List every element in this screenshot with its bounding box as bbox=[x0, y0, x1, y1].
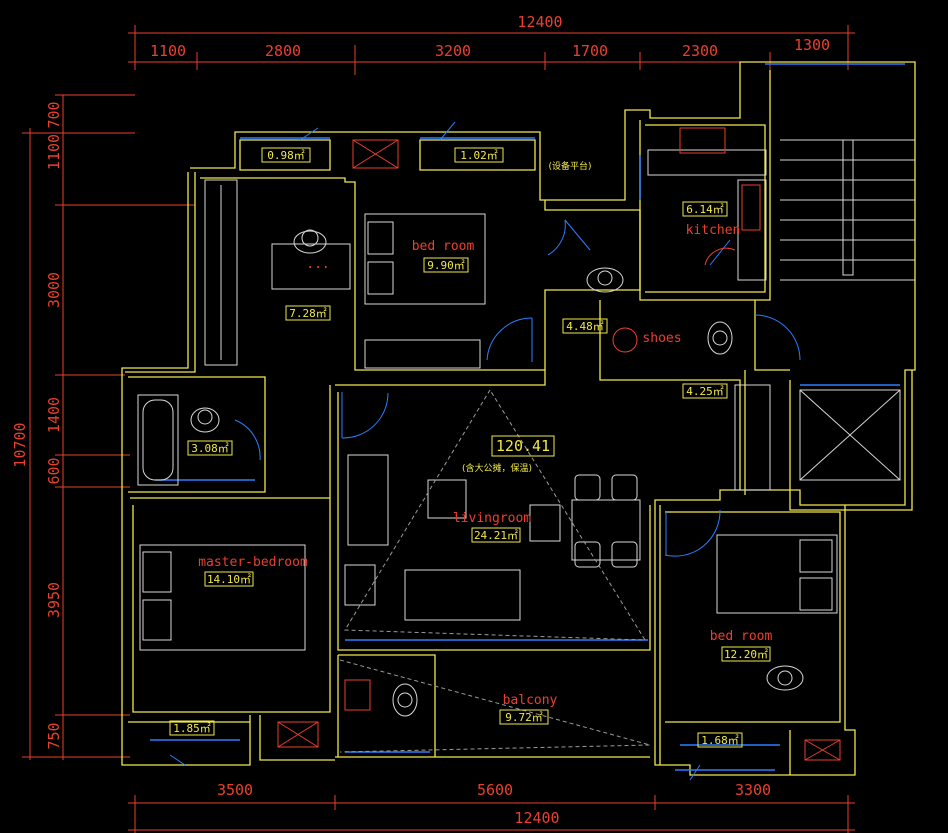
top-dim-5: 2300 bbox=[682, 42, 718, 60]
area-utility-top: 1.02㎡ bbox=[460, 149, 498, 162]
label-bedroom-east: bed room bbox=[710, 629, 773, 644]
windows bbox=[150, 63, 905, 771]
total-area-note: (含大公摊，保温) bbox=[462, 462, 532, 474]
fixtures bbox=[277, 127, 841, 761]
doors bbox=[169, 121, 801, 781]
area-bedroom-north: 9.90㎡ bbox=[427, 259, 465, 272]
area-balcony-sw: 1.85㎡ bbox=[173, 722, 211, 735]
top-dim-1: 1100 bbox=[150, 42, 186, 60]
label-entrance: shoes bbox=[642, 331, 681, 346]
left-dim-1: 700 bbox=[45, 101, 63, 128]
label-kitchen: kitchen bbox=[686, 223, 741, 238]
left-dim-3: 3000 bbox=[45, 272, 63, 308]
area-balcony: 9.72㎡ bbox=[505, 711, 543, 724]
area-balcony-se: 1.68㎡ bbox=[701, 734, 739, 747]
area-kitchen: 6.14㎡ bbox=[686, 203, 724, 216]
furniture bbox=[137, 139, 915, 717]
area-master-bedroom: 14.10㎡ bbox=[207, 573, 251, 586]
walls bbox=[121, 61, 916, 776]
left-dim-5: 600 bbox=[45, 457, 63, 484]
area-entrance: 4.25㎡ bbox=[686, 385, 724, 398]
top-dim-6: 1300 bbox=[794, 36, 830, 54]
area-livingroom: 24.21㎡ bbox=[474, 529, 518, 542]
label-master-bedroom: master-bedroom bbox=[198, 555, 308, 570]
left-dim-2: 1100 bbox=[45, 134, 63, 170]
guide-lines bbox=[339, 389, 651, 753]
total-area: 120.41 bbox=[496, 437, 550, 455]
area-boxes bbox=[169, 147, 771, 748]
area-bathroom-master: 3.08㎡ bbox=[191, 442, 229, 455]
top-total-dimension: 12400 bbox=[517, 13, 562, 31]
area-bathroom-top: 0.98㎡ bbox=[267, 149, 305, 162]
label-balcony: balcony bbox=[503, 693, 558, 708]
label-bedroom-north: bed room bbox=[412, 239, 475, 254]
left-total-dimension: 10700 bbox=[11, 422, 29, 467]
top-dim-2: 2800 bbox=[265, 42, 301, 60]
left-dim-7: 750 bbox=[45, 722, 63, 749]
top-dim-3: 3200 bbox=[435, 42, 471, 60]
area-study: 7.28㎡ bbox=[289, 307, 327, 320]
bottom-dim-1: 3500 bbox=[217, 781, 253, 799]
left-dim-6: 3950 bbox=[45, 582, 63, 618]
top-dim-4: 1700 bbox=[572, 42, 608, 60]
dimension-lines bbox=[22, 25, 855, 833]
equipment-platform-note: (设备平台) bbox=[548, 160, 591, 172]
left-dim-4: 1400 bbox=[45, 397, 63, 433]
bottom-dim-2: 5600 bbox=[477, 781, 513, 799]
label-study: ... bbox=[306, 257, 329, 272]
label-livingroom: livingroom bbox=[453, 511, 531, 526]
bottom-dim-3: 3300 bbox=[735, 781, 771, 799]
area-bathroom-center: 4.48㎡ bbox=[566, 320, 604, 333]
area-bedroom-east: 12.20㎡ bbox=[724, 648, 768, 661]
bottom-total-dimension: 12400 bbox=[514, 809, 559, 827]
